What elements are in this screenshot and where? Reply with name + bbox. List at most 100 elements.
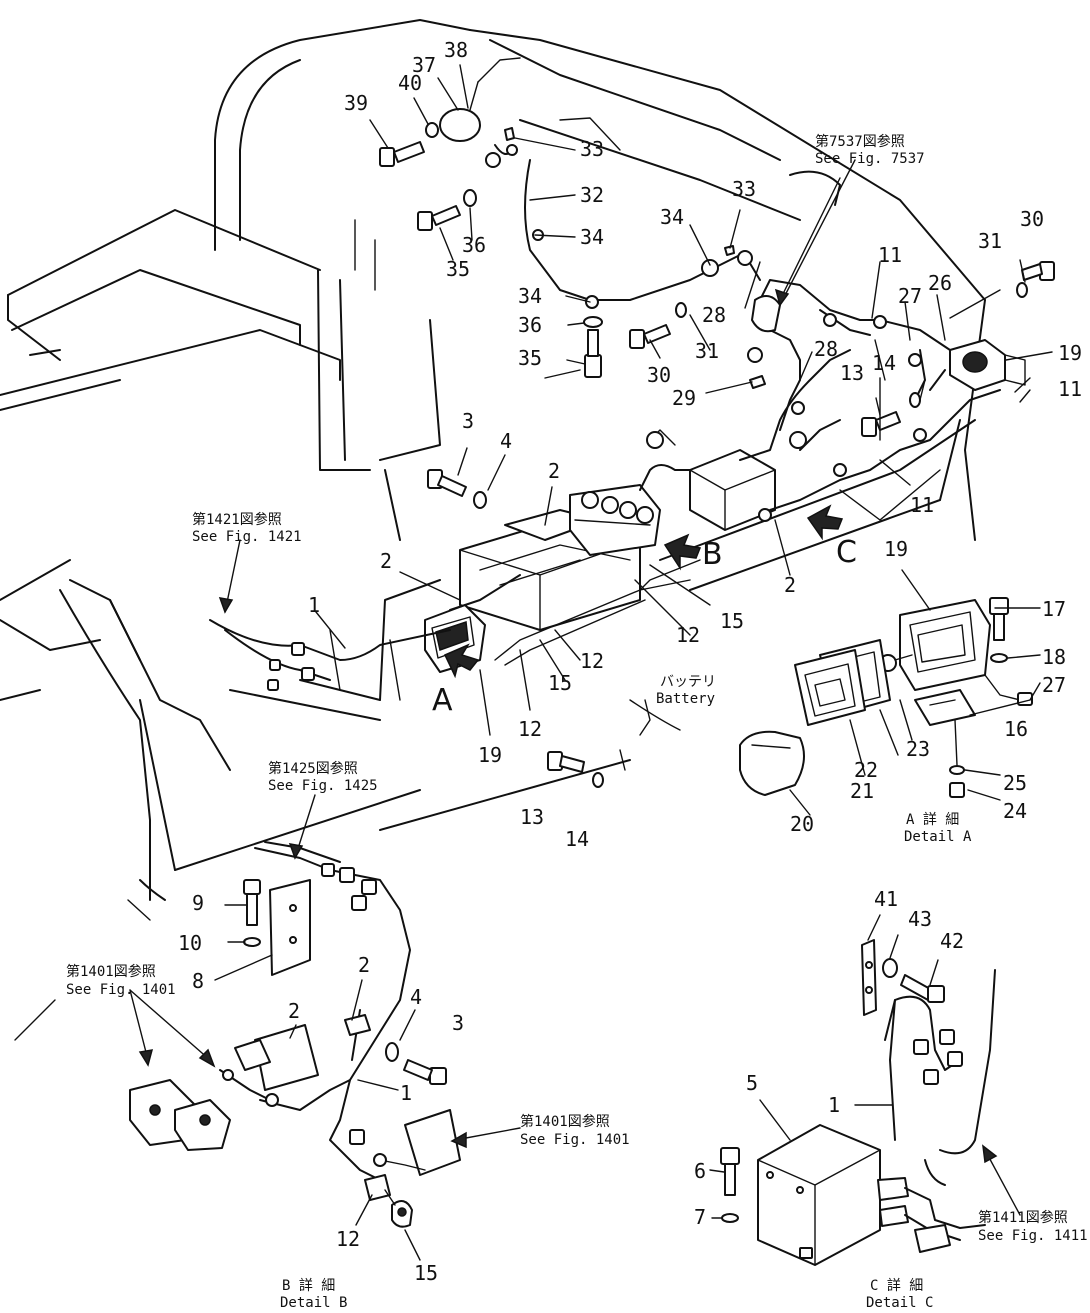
ref-1425-jp: 第1425図参照 [268,760,358,777]
battery-label-jp: バッテリ [660,674,716,690]
ref-1401a-jp: 第1401図参照 [66,963,156,980]
detail-b-jp: B 詳 細 [282,1278,335,1294]
part-6: 6 [694,1159,706,1183]
part-34-right: 34 [660,205,684,229]
part-35-mid: 35 [518,346,542,370]
part-20: 20 [790,812,814,836]
part-40: 40 [398,71,422,95]
part-36-mid: 36 [518,313,542,337]
right-horn-unit [949,339,1026,391]
view-b-label: B [702,537,723,572]
part-23: 23 [906,737,930,761]
detail-c-en: Detail C [866,1295,933,1311]
part-28-top: 28 [702,303,726,327]
part-12-main-b: 12 [580,649,604,673]
part-33-right: 33 [732,177,756,201]
battery-label-en: Battery [656,691,715,707]
part-43: 43 [908,907,932,931]
part-number-labels: 3 9 40 37 3 8 33 32 34 36 35 34 36 35 34 3… [178,38,1082,1285]
part-42: 42 [940,929,964,953]
detail-c-assembly [720,939,996,1266]
harness-connectors [267,144,927,691]
view-a-arrow [443,643,480,679]
ref-1425-en: See Fig. 1425 [268,778,378,794]
part-11-right: 11 [1058,377,1082,401]
reference-arrows [14,159,1021,1216]
part-26: 26 [928,271,952,295]
part-31-right: 31 [978,229,1002,253]
part-19-main: 19 [478,743,502,767]
ref-7537-en: See Fig. 7537 [815,151,925,167]
ref-1401b-en: See Fig. 1401 [520,1132,630,1148]
part-27-top: 27 [898,284,922,308]
ref-1401a-en: See Fig. 1401 [66,982,176,998]
part-1-detail-b: 1 [400,1081,412,1105]
part-17: 17 [1042,597,1066,621]
part-3-main: 3 [462,409,474,433]
part-35-top: 35 [446,257,470,281]
part-34-mid: 34 [518,284,542,308]
detail-b-en: Detail B [280,1295,347,1311]
part-11-top: 11 [878,243,902,267]
part-18: 18 [1042,645,1066,669]
part-30-mid: 30 [647,363,671,387]
ref-1421-jp: 第1421図参照 [192,511,282,528]
part-12-main-c: 12 [518,717,542,741]
ref-1401b-jp: 第1401図参照 [520,1113,610,1130]
part-2-main-right: 2 [784,573,796,597]
part-1-main: 1 [308,593,320,617]
part-11-mid: 11 [910,493,934,517]
view-a-label: A [432,683,453,718]
leader-lines [214,64,1053,1261]
part-8: 8 [192,969,204,993]
view-c-label: C [836,535,857,570]
view-c-arrow [806,504,844,541]
part-24: 24 [1003,799,1027,823]
junction-box [689,449,776,531]
view-b-arrow [663,533,702,571]
detail-captions: A 詳 細 Detail A B 詳 細 Detail B C 詳 細 Deta… [280,812,972,1311]
part-19-right: 19 [1058,341,1082,365]
part-36-top: 36 [462,233,486,257]
part-13-lower: 13 [520,805,544,829]
part-2-detail-b-top: 2 [358,953,370,977]
part-15-main: 15 [720,609,744,633]
ref-7537-jp: 第7537図参照 [815,133,905,150]
part-19-detail-a: 19 [884,537,908,561]
detail-a-jp: A 詳 細 [906,812,959,828]
part-14-lower: 14 [565,827,589,851]
part-14-top: 14 [872,351,896,375]
detail-c-jp: C 詳 細 [870,1278,923,1294]
part-12-detail-b: 12 [336,1227,360,1251]
part-4-main: 4 [500,429,512,453]
fuse-block-assembly [569,484,661,556]
part-7: 7 [694,1205,706,1229]
machine-body-outline [0,19,986,921]
part-9: 9 [192,891,204,915]
part-31-mid: 31 [695,339,719,363]
part-29: 29 [672,386,696,410]
part-27-detail-a: 27 [1042,673,1066,697]
ref-1411-en: See Fig. 1411 [978,1228,1088,1244]
part-16-detail-a: 16 [1004,717,1028,741]
battery-cables [494,559,701,666]
part-33-top: 33 [580,137,604,161]
detail-a-en: Detail A [904,829,972,845]
part-12-main-a: 12 [676,623,700,647]
lamp-28 [751,295,781,333]
part-5: 5 [746,1071,758,1095]
part-3-detail-b: 3 [452,1011,464,1035]
part-2-main-top: 2 [548,459,560,483]
figure-references: 第7537図参照 See Fig. 7537 第1421図参照 See Fig.… [66,133,1088,1244]
part-4-detail-b: 4 [410,985,422,1009]
detail-b-assembly [129,841,461,1228]
part-13-top: 13 [840,361,864,385]
part-37: 37 [412,53,436,77]
part-15-detail-b: 15 [414,1261,438,1285]
part-22: 22 [854,758,878,782]
part-34-top: 34 [580,225,604,249]
part-2-main-left: 2 [380,549,392,573]
detail-a-lamp [739,597,1033,798]
part-32: 32 [580,183,604,207]
